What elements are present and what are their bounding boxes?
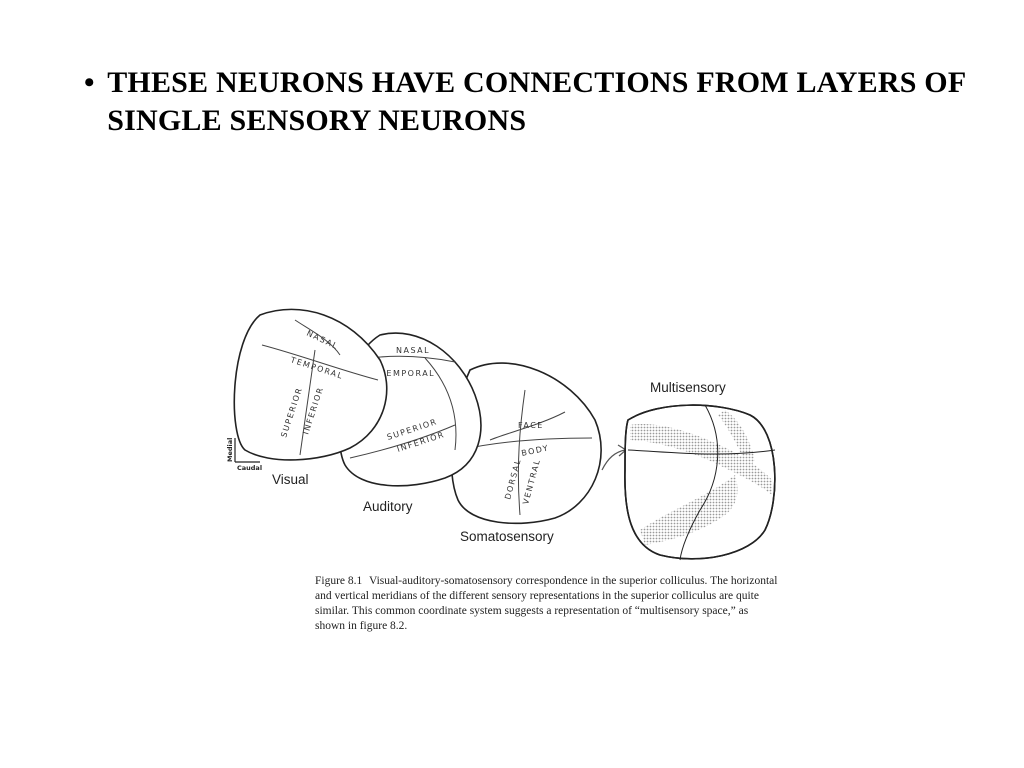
caption-number: Figure 8.1 [315, 575, 363, 587]
multisensory-band-lower [640, 475, 738, 545]
bullet-text: THESE NEURONS HAVE CONNECTIONS FROM LAYE… [107, 66, 966, 137]
axis-label-medial: Medial [226, 438, 234, 462]
visual-horizontal-line [261, 344, 379, 381]
visual-nasal-line [294, 319, 341, 356]
bullet-symbol: • [84, 66, 95, 99]
somatosensory-label-face: FACE [518, 421, 544, 430]
slide-content: • THESE NEURONS HAVE CONNECTIONS FROM LA… [84, 64, 984, 140]
superior-colliculus-figure: FACE BODY DORSAL VENTRAL NASAL TEMPORAL … [226, 308, 776, 561]
bullet-item: • THESE NEURONS HAVE CONNECTIONS FROM LA… [84, 64, 984, 140]
multisensory-map [624, 404, 776, 561]
visual-vertical-line [299, 349, 316, 456]
auditory-label-nasal: NASAL [396, 346, 430, 355]
caption-text: Visual-auditory-somatosensory correspond… [315, 575, 778, 632]
somatosensory-vertical-line [517, 389, 526, 516]
multisensory-outline-top [624, 404, 776, 560]
axis-label-caudal: Caudal [237, 464, 262, 472]
multisensory-band-right [718, 410, 755, 470]
axis-indicator: Medial Caudal [226, 438, 262, 472]
auditory-label-temporal: TEMPORAL [379, 369, 435, 378]
auditory-vertical-line [424, 357, 457, 451]
visual-map-name: Visual [272, 472, 309, 487]
figure-caption: Figure 8.1 Visual-auditory-somatosensory… [315, 574, 780, 634]
visual-map: NASAL TEMPORAL SUPERIOR INFERIOR [233, 308, 388, 461]
somatosensory-map-name: Somatosensory [460, 529, 554, 544]
arrow-icon [601, 444, 628, 471]
auditory-map-name: Auditory [363, 499, 413, 514]
somatosensory-face-line [489, 411, 566, 441]
somatosensory-map: FACE BODY DORSAL VENTRAL [450, 362, 602, 525]
multisensory-vertical-line [679, 404, 719, 561]
multisensory-horizontal-line [627, 449, 776, 455]
multisensory-map-name: Multisensory [650, 380, 726, 395]
auditory-horizontal-line [349, 424, 456, 459]
multisensory-band-upper [630, 424, 772, 495]
